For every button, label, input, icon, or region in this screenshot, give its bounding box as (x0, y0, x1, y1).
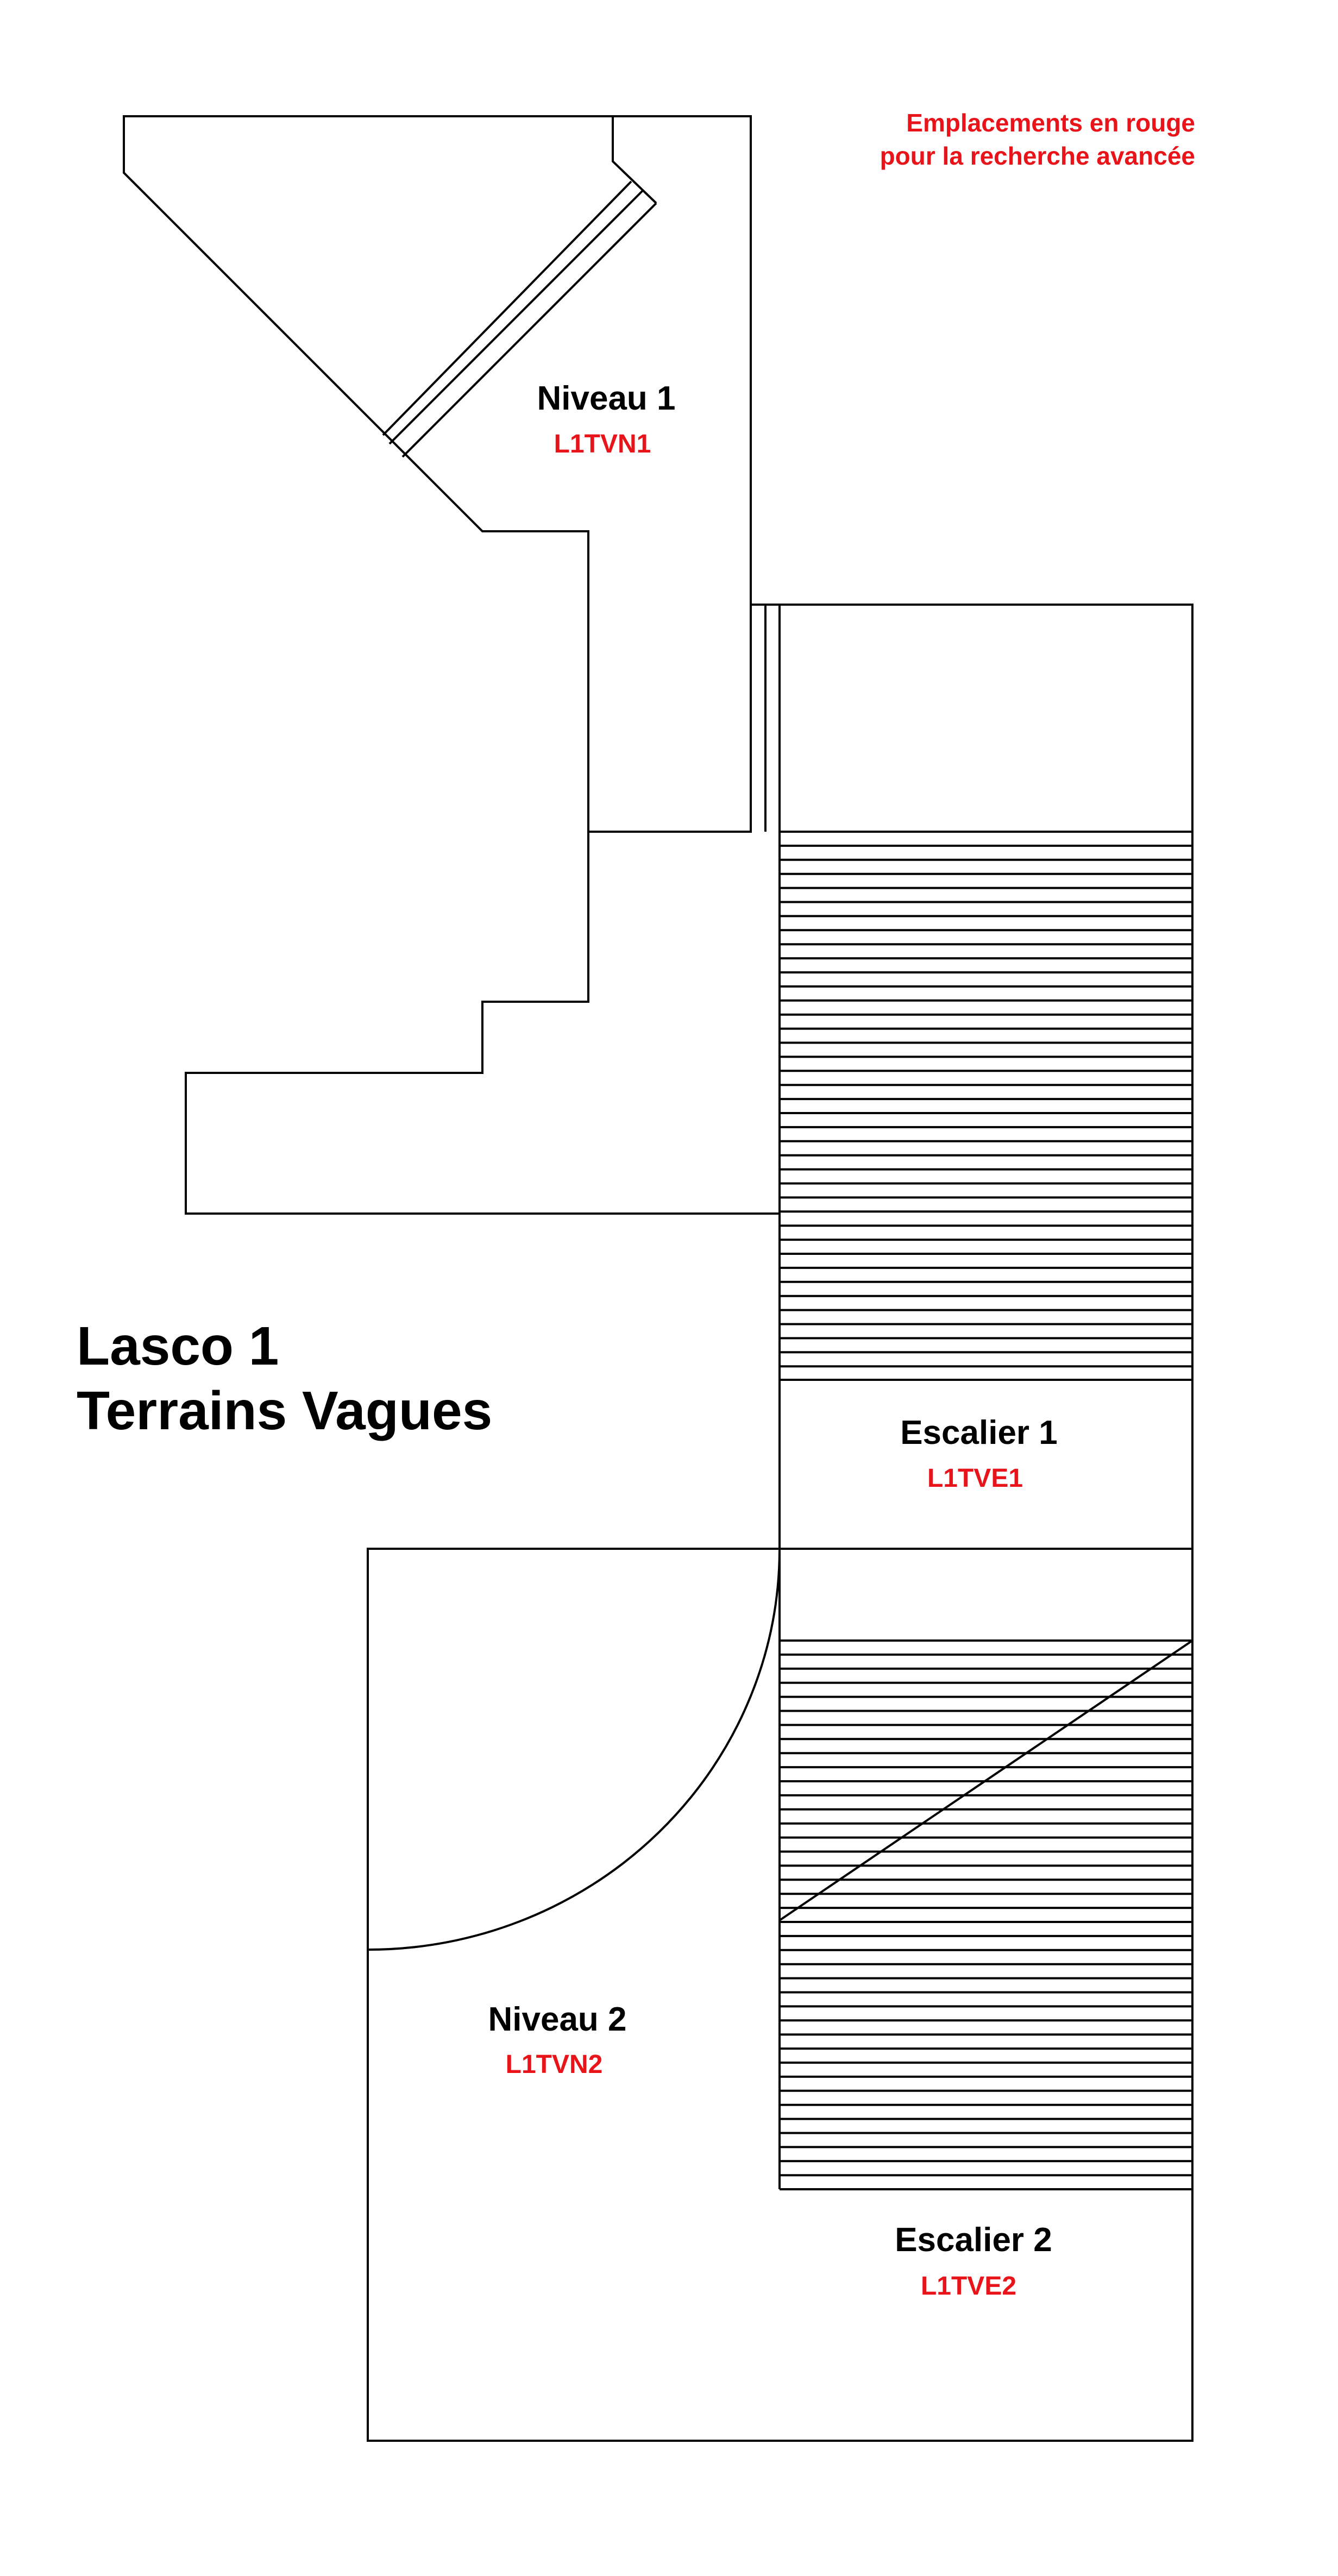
niveau-1-label: Niveau 1 (537, 380, 675, 417)
escalier-1-treads (780, 831, 1192, 1368)
niveau-2-label: Niveau 2 (488, 2001, 626, 2038)
niveau-1-window-line (401, 202, 657, 458)
escalier-1-code: L1TVE1 (927, 1464, 1023, 1493)
niveau-1-window-line (388, 189, 644, 445)
page-title-line-1: Lasco 1 (77, 1316, 279, 1377)
page-title-line-2: Terrains Vagues (77, 1380, 492, 1441)
niveau-1-code: L1TVN1 (554, 430, 651, 458)
legend-line-2: pour la recherche avancée (880, 142, 1195, 170)
niveau-1-outline (123, 115, 752, 833)
escalier-2-code: L1TVE2 (921, 2272, 1016, 2301)
escalier-1-label: Escalier 1 (900, 1414, 1058, 1452)
escalier-2-treads (780, 1639, 1192, 2191)
legend-line-1: Emplacements en rouge (906, 109, 1195, 137)
door-arc (367, 1548, 781, 1951)
niveau-1-window-line (382, 180, 632, 436)
niveau-1-notch (612, 116, 657, 204)
lower-step-outline (185, 832, 780, 1215)
escalier-2-label: Escalier 2 (895, 2221, 1052, 2259)
niveau-2-code: L1TVN2 (506, 2050, 603, 2079)
escalier-2-diagonal (778, 1639, 1193, 1921)
